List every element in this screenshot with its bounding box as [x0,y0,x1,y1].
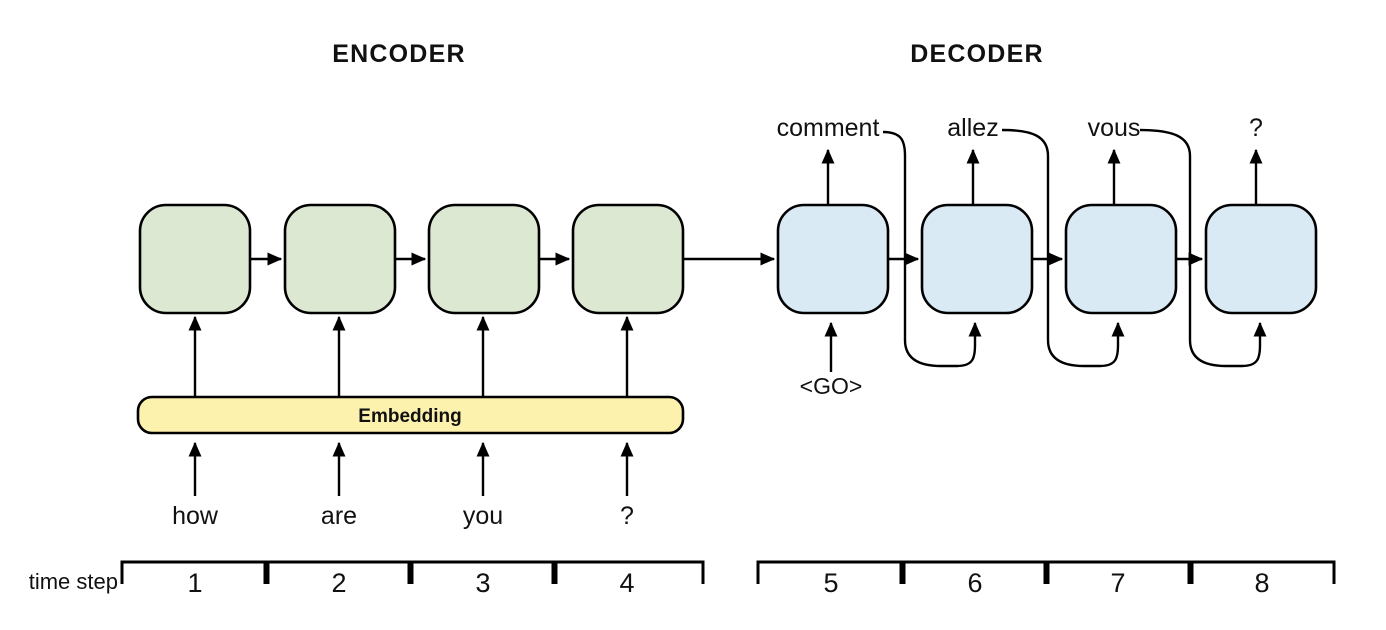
embedding-label: Embedding [358,406,461,427]
encoder-cell-3 [427,203,541,315]
time-step-bracket-7 [1046,560,1191,584]
time-step-bracket-2 [266,560,411,584]
decoder-output-arrows [821,148,1263,205]
feedback-loop-allez [1001,128,1125,368]
input-tokens: how are you ? [172,502,634,530]
encoder-cell-2 [283,203,397,315]
time-step-number-1: 1 [187,568,202,598]
input-token-you: you [463,502,503,530]
embedding-layer: Embedding [136,395,685,435]
output-token-question: ? [1249,114,1263,142]
encoder-cell-4 [571,203,685,315]
time-step-caption: time step [29,569,118,594]
section-titles: ENCODER DECODER [332,40,1043,68]
time-step-bracket-6 [902,560,1047,584]
decoder-feedback-loops [882,128,1267,368]
output-token-allez: allez [947,114,998,142]
time-step-number-3: 3 [475,568,490,598]
decoder-cell-2 [920,203,1034,315]
time-step-bracket-3 [410,560,555,584]
embedding-to-encoder-arrows [188,315,634,397]
time-step-number-7: 7 [1110,568,1125,598]
decoder-outputs: comment allez vous ? [777,114,1263,142]
time-step-axis: time step 1 2 3 4 5 6 7 8 [29,560,1336,598]
output-token-vous: vous [1088,114,1141,142]
time-step-number-6: 6 [967,568,982,598]
decoder-start-token: <GO> [800,321,863,399]
input-token-are: are [321,502,357,530]
time-step-bracket-4 [554,560,705,584]
feedback-loop-comment [882,130,982,368]
time-step-bracket-1 [120,560,267,584]
decoder-cell-4 [1204,203,1318,315]
input-token-question: ? [620,502,634,530]
time-step-number-4: 4 [619,568,634,598]
decoder-cell-1 [776,203,890,315]
encoder-cell-1 [138,203,252,315]
input-to-embedding-arrows [188,441,634,496]
go-token-label: <GO> [800,373,863,399]
input-token-how: how [172,502,219,530]
encoder-cells [138,203,685,315]
decoder-cells [776,203,1318,315]
time-step-number-5: 5 [823,568,838,598]
time-step-number-2: 2 [331,568,346,598]
decoder-cell-3 [1064,203,1178,315]
feedback-loop-vous [1139,128,1267,368]
time-step-bracket-8 [1190,560,1336,584]
encoder-title: ENCODER [332,40,465,68]
embedding-bar [136,395,685,435]
time-step-number-8: 8 [1254,568,1269,598]
time-step-bracket-5 [756,560,903,584]
decoder-title: DECODER [910,40,1043,68]
output-token-comment: comment [777,114,880,142]
